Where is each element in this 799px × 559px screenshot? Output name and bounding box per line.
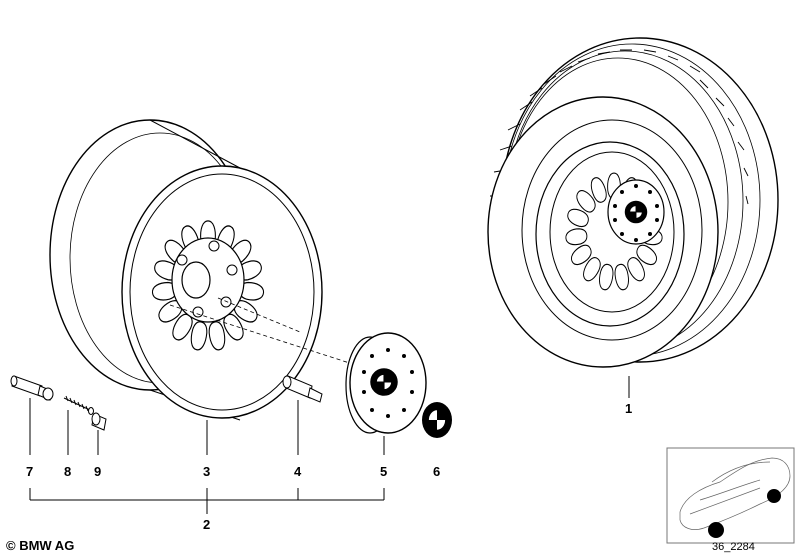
- callout-3: 3: [203, 464, 211, 479]
- wheel-bolt: [282, 375, 323, 403]
- hub-cap: [345, 332, 427, 434]
- assembly-line: [169, 304, 366, 369]
- bmw-emblem: [421, 401, 453, 439]
- callout-1: 1: [625, 401, 633, 416]
- valve-cap: [91, 412, 107, 431]
- callout-9: 9: [94, 464, 102, 479]
- copyright-text: © BMW AG: [6, 538, 75, 553]
- callout-6: 6: [433, 464, 441, 479]
- diagram-code: 36_2284: [712, 541, 755, 553]
- callout-8: 8: [64, 464, 72, 479]
- callout-5: 5: [380, 464, 388, 479]
- tire-valve: [10, 375, 54, 401]
- assembly-line: [217, 297, 301, 333]
- valve-insert: [63, 395, 94, 415]
- callout-4: 4: [294, 464, 302, 479]
- leader-lines: [29, 376, 630, 514]
- callout-2: 2: [203, 517, 211, 532]
- complete-wheel-tire: [487, 37, 779, 368]
- vehicle-location-thumbnail: [666, 447, 795, 544]
- light-alloy-rim: [49, 119, 323, 421]
- callout-7: 7: [26, 464, 34, 479]
